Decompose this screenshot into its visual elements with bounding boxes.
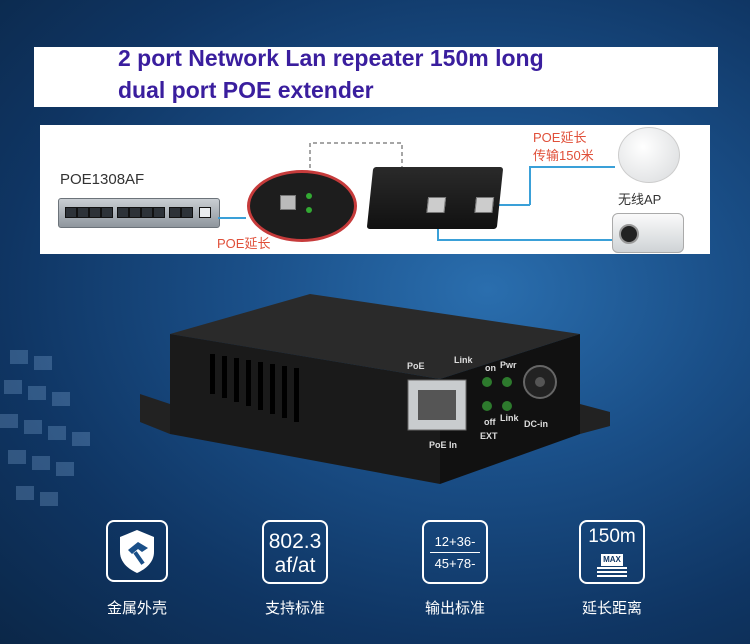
label-ext: EXT [480,431,498,441]
poe-extend-label-right-1: POE延长 [533,130,587,145]
title-banner: 2 port Network Lan repeater 150m long du… [34,45,718,107]
label-pwr: Pwr [500,360,517,370]
feature-distance: 150m MAX 延长距离 [557,520,667,618]
poe-extend-label-left: POE延长 [217,236,271,251]
standard-line-1: 802.3 [268,530,322,553]
label-dc-in: DC-in [524,419,548,429]
label-link-2: Link [500,413,519,423]
feature-label: 金属外壳 [106,599,167,617]
feature-label: 输出标准 [424,599,485,617]
max-badge: MAX [601,554,623,566]
title-line-1: 2 port Network Lan repeater 150m long [118,45,544,71]
background-grid [0,350,90,506]
switch-label: POE1308AF [60,171,145,188]
shield-icon [106,520,168,582]
feature-label: 支持标准 [264,599,325,617]
device-zoom-circle [247,170,357,242]
feature-output: 12+36- 45+78- 输出标准 [400,520,510,618]
connection-diagram: POE1308AF POE延长 POE延长 传输150米 无线AP [40,125,710,254]
feature-label: 延长距离 [581,599,642,617]
voltage-line-2: 45+78- [434,556,476,571]
voltage-line-1: 12+36- [434,534,476,549]
voltage-icon: 12+36- 45+78- [422,520,488,584]
camera-icon [612,213,684,253]
feature-standard: 802.3 af/at 支持标准 [240,520,350,618]
standard-icon: 802.3 af/at [262,520,328,584]
wireless-ap-label: 无线AP [618,192,662,207]
extender-device-small [366,167,504,229]
label-poe-in: PoE In [429,440,458,450]
poe-extend-label-right-2: 传输150米 [533,148,594,163]
poe-switch [58,198,220,228]
distance-icon: 150m MAX [579,520,645,584]
label-link: Link [454,355,473,365]
title-line-2: dual port POE extender [118,77,374,103]
poe-extender-device [140,294,610,484]
distance-value: 150m [588,526,636,547]
label-off: off [484,417,496,427]
standard-line-2: af/at [274,554,316,577]
label-on: on [485,363,496,373]
feature-metal-case: 金属外壳 [82,520,192,618]
wireless-ap-icon [618,127,680,183]
label-poe: PoE [407,361,425,371]
